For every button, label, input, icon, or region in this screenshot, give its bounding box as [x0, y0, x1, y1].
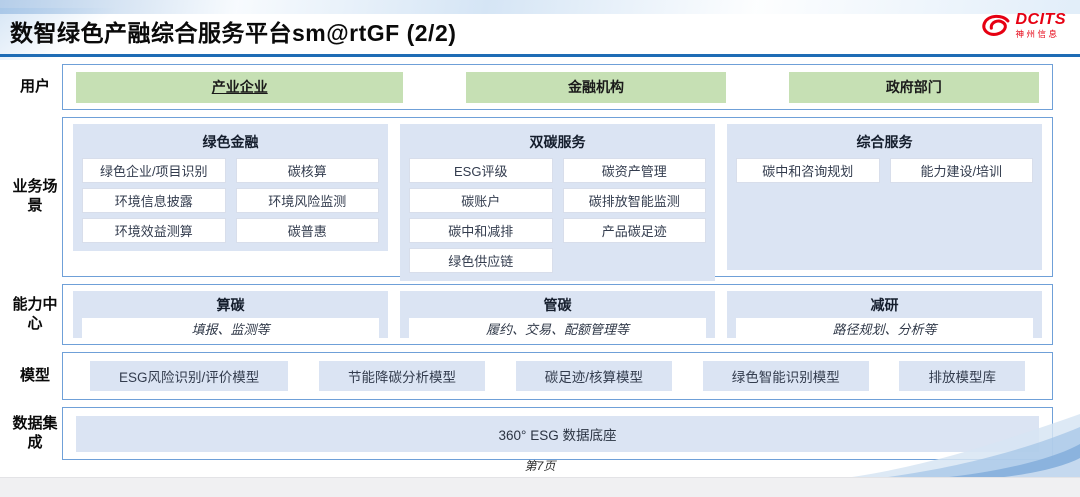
capability-panel-manage: 管碳 履约、交易、配额管理等	[400, 291, 715, 339]
business-item: 环境效益测算	[82, 218, 226, 243]
user-item-finance: 金融机构	[466, 71, 727, 103]
logo-text-block: DCITS 神州信息	[1016, 12, 1067, 39]
models-container: ESG风险识别/评价模型 节能降碳分析模型 碳足迹/核算模型 绿色智能识别模型 …	[62, 352, 1053, 400]
header: 数智绿色产融综合服务平台sm@rtGF (2/2) DCITS 神州信息	[0, 0, 1080, 57]
business-item: 碳中和减排	[409, 218, 553, 243]
business-item: 环境信息披露	[82, 188, 226, 213]
column-grid: ESG评级 碳资产管理 碳账户 碳排放智能监测 碳中和减排 产品碳足迹 绿色供应…	[409, 158, 706, 273]
capability-container: 算碳 填报、监测等 管碳 履约、交易、配额管理等 减研 路径规划、分析等	[62, 284, 1053, 345]
row-label-business: 业务场景	[12, 178, 58, 214]
column-title: 双碳服务	[529, 134, 586, 150]
business-item: ESG评级	[409, 158, 553, 183]
row-users: 用户 产业企业 金融机构 政府部门	[8, 64, 1053, 110]
content: 用户 产业企业 金融机构 政府部门 业务场景 绿色金融 绿色企业/项目识别 碳核…	[8, 64, 1053, 467]
row-label-models: 模型	[19, 366, 50, 384]
dcits-swirl-icon	[981, 14, 1009, 36]
business-item: 碳普惠	[235, 218, 379, 243]
corner-wave-decoration	[845, 414, 1080, 478]
row-label-users: 用户	[19, 77, 50, 95]
capability-panel-calc: 算碳 填报、监测等	[73, 291, 388, 339]
model-item: 绿色智能识别模型	[702, 361, 869, 391]
column-title: 绿色金融	[202, 134, 259, 150]
header-divider	[0, 54, 1080, 57]
capability-panel-research: 减研 路径规划、分析等	[727, 291, 1042, 339]
row-capability: 能力中心 算碳 填报、监测等 管碳 履约、交易、配额管理等 减研 路径规划、分析…	[8, 284, 1053, 345]
row-models: 模型 ESG风险识别/评价模型 节能降碳分析模型 碳足迹/核算模型 绿色智能识别…	[8, 352, 1053, 400]
logo-name: DCITS	[1015, 11, 1066, 28]
business-item: 碳中和咨询规划	[736, 158, 880, 183]
user-item-government: 政府部门	[788, 71, 1039, 103]
business-item: 碳排放智能监测	[562, 188, 706, 213]
row-business: 业务场景 绿色金融 绿色企业/项目识别 碳核算 环境信息披露 环境风险监测 环境…	[8, 117, 1053, 281]
business-column-dual-carbon: 双碳服务 ESG评级 碳资产管理 碳账户 碳排放智能监测 碳中和减排 产品碳足迹…	[400, 124, 715, 281]
business-item: 碳核算	[235, 158, 379, 183]
column-grid: 碳中和咨询规划 能力建设/培训	[736, 158, 1033, 183]
business-container: 绿色金融 绿色企业/项目识别 碳核算 环境信息披露 环境风险监测 环境效益测算 …	[62, 117, 1053, 281]
capability-title: 算碳	[216, 297, 245, 313]
dcits-logo: DCITS 神州信息	[979, 12, 1067, 40]
footer-page-number: 第7页	[524, 459, 556, 473]
row-data-integration: 数据集成 360° ESG 数据底座	[8, 407, 1053, 460]
capability-desc: 路径规划、分析等	[736, 318, 1033, 339]
data-integration-container: 360° ESG 数据底座	[62, 407, 1053, 460]
page-title: 数智绿色产融综合服务平台sm@rtGF (2/2)	[10, 20, 457, 46]
business-item: 绿色供应链	[409, 248, 553, 273]
capability-title: 减研	[870, 297, 899, 313]
column-title: 综合服务	[856, 134, 913, 150]
business-item: 碳资产管理	[562, 158, 706, 183]
users-container: 产业企业 金融机构 政府部门	[62, 64, 1053, 110]
user-item-industry: 产业企业	[76, 71, 404, 103]
column-grid: 绿色企业/项目识别 碳核算 环境信息披露 环境风险监测 环境效益测算 碳普惠	[82, 158, 379, 243]
logo-subtitle: 神州信息	[1015, 29, 1060, 39]
business-item: 环境风险监测	[235, 188, 379, 213]
business-item: 碳账户	[409, 188, 553, 213]
business-item: 能力建设/培训	[889, 158, 1033, 183]
capability-desc: 履约、交易、配额管理等	[409, 318, 706, 339]
model-item: 节能降碳分析模型	[319, 361, 485, 391]
capability-desc: 填报、监测等	[82, 318, 379, 339]
capability-title: 管碳	[543, 297, 572, 313]
model-item: 排放模型库	[899, 361, 1025, 391]
business-item: 绿色企业/项目识别	[82, 158, 226, 183]
bottom-strip	[0, 477, 1080, 497]
data-base-item: 360° ESG 数据底座	[76, 415, 1039, 452]
model-item: 碳足迹/核算模型	[515, 361, 672, 391]
model-item: ESG风险识别/评价模型	[90, 361, 289, 391]
business-item: 产品碳足迹	[562, 218, 706, 243]
row-label-data-integration: 数据集成	[12, 414, 58, 451]
row-label-capability: 能力中心	[12, 295, 58, 332]
business-column-comprehensive: 综合服务 碳中和咨询规划 能力建设/培训	[727, 124, 1042, 270]
top-wave-decoration	[0, 0, 1080, 14]
business-column-green-finance: 绿色金融 绿色企业/项目识别 碳核算 环境信息披露 环境风险监测 环境效益测算 …	[73, 124, 388, 251]
